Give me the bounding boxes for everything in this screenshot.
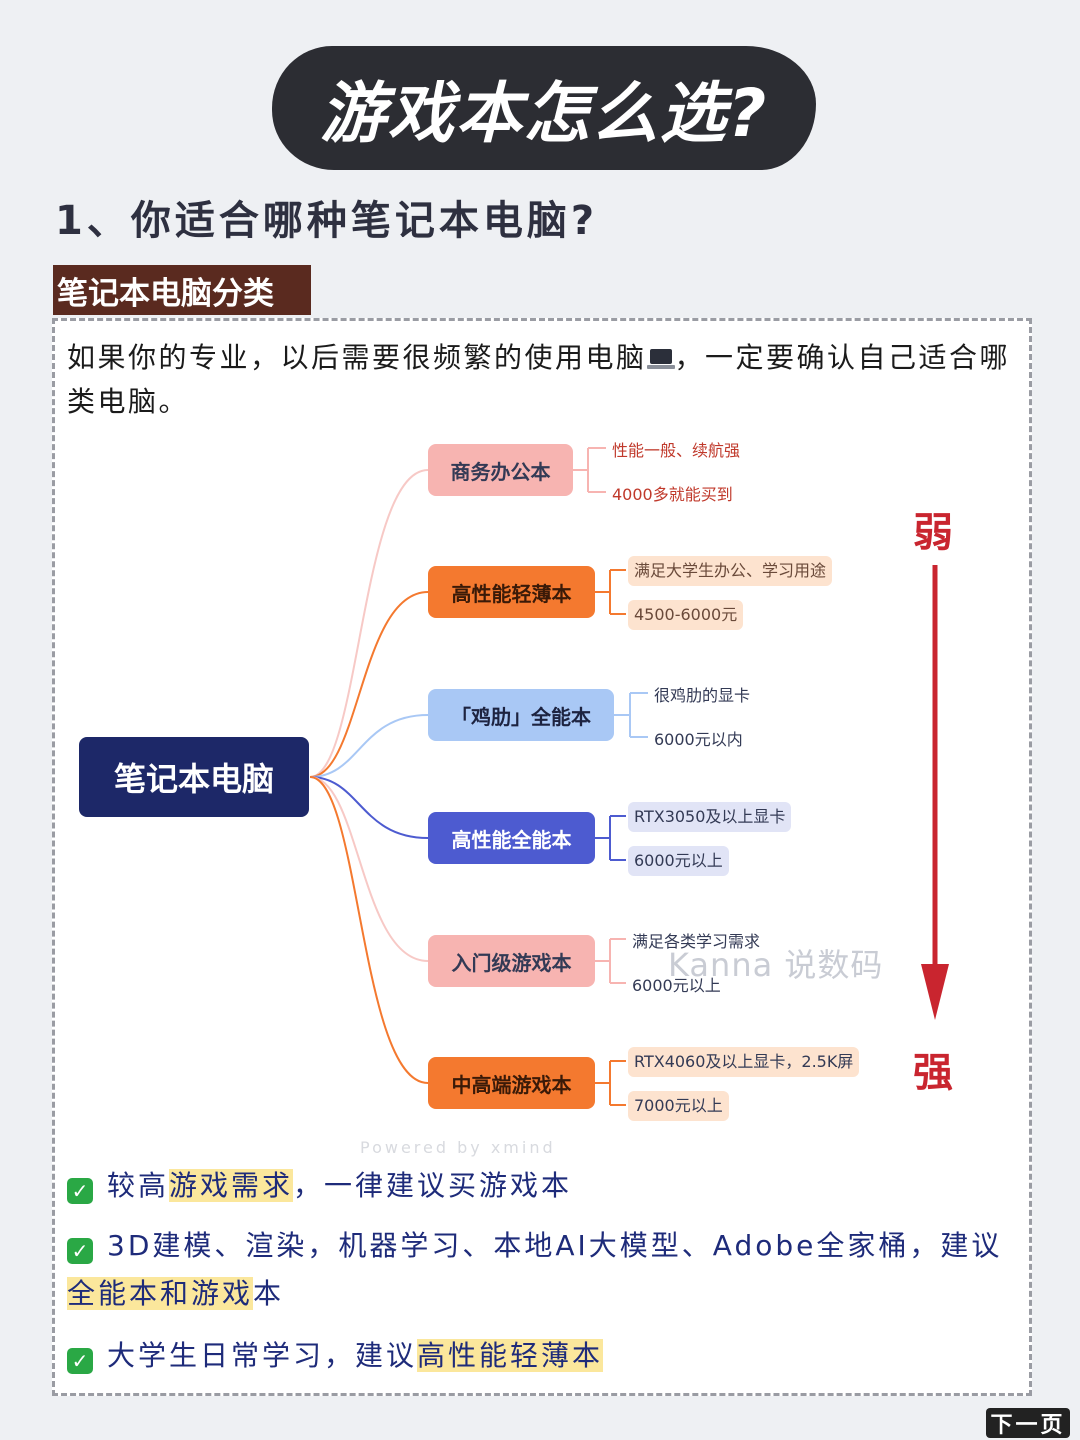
mindmap-root: 笔记本电脑	[79, 737, 309, 817]
check-icon: ✓	[67, 1238, 93, 1264]
intro-text-after: ，一定要确认自己适合哪类电脑。	[67, 341, 1011, 418]
mindmap-leaf: 性能一般、续航强	[612, 441, 741, 460]
scale-label-strong: 强	[913, 1050, 953, 1096]
connector-root-branch-2	[309, 591, 429, 778]
mindmap-leaf: 满足各类学习需求	[632, 932, 761, 951]
title-banner: 游戏本怎么选?	[272, 46, 816, 170]
rec-text: 较高	[107, 1169, 170, 1202]
connector-leaf-5	[595, 938, 626, 984]
category-tag: 笔记本电脑分类	[53, 265, 311, 315]
mindmap-leaf: 6000元以上	[632, 976, 721, 995]
check-icon: ✓	[67, 1178, 93, 1204]
recommendation-3: ✓ 大学生日常学习，建议高性能轻薄本	[67, 1332, 1012, 1380]
watermark: Kanna 说数码	[668, 946, 884, 984]
rec-highlight: 高性能轻薄本	[417, 1339, 604, 1372]
mindmap-branch-6: 中高端游戏本	[428, 1057, 595, 1109]
mindmap-leaf: RTX4060及以上显卡，2.5K屏	[628, 1047, 860, 1077]
connector-root-branch-5	[309, 776, 429, 962]
watermark-faint: Powered by xmind	[360, 1138, 556, 1157]
mindmap-branch-5: 入门级游戏本	[428, 935, 595, 987]
connector-root-branch-4	[309, 776, 429, 839]
section-heading: 1、你适合哪种笔记本电脑?	[55, 198, 599, 244]
connector-leaf-2	[595, 569, 626, 615]
connector-leaf-3	[614, 692, 648, 738]
connector-root-branch-3	[309, 714, 429, 778]
intro-text-before: 如果你的专业，以后需要很频繁的使用电脑	[67, 341, 647, 374]
mindmap-leaf: RTX3050及以上显卡	[628, 802, 792, 832]
mindmap-leaf: 4000多就能买到	[612, 485, 733, 504]
rec-text: ，一律建议买游戏本	[293, 1169, 573, 1202]
mindmap-leaf: 6000元以上	[628, 846, 729, 876]
next-page-button[interactable]: 下一页	[986, 1408, 1070, 1438]
mindmap-branch-2: 高性能轻薄本	[428, 566, 595, 618]
mindmap-leaf: 4500-6000元	[628, 600, 744, 630]
strength-arrow-head	[921, 964, 949, 1020]
mindmap-leaf: 很鸡肋的显卡	[654, 686, 751, 705]
rec-text: 3D建模、渲染，机器学习、本地AI大模型、Adobe全家桶，建议	[107, 1229, 1003, 1262]
mindmap-leaf: 7000元以上	[628, 1091, 729, 1121]
connector-leaf-4	[595, 815, 626, 861]
connector-root-branch-1	[309, 469, 429, 778]
connector-root-branch-6	[309, 776, 429, 1084]
rec-text: 本	[253, 1277, 285, 1310]
rec-text: 大学生日常学习，建议	[107, 1339, 418, 1372]
connector-leaf-6	[595, 1060, 626, 1106]
rec-highlight: 游戏需求	[169, 1169, 294, 1202]
mindmap-leaf: 6000元以内	[654, 730, 743, 749]
mindmap-branch-3: 「鸡肋」全能本	[428, 689, 614, 741]
laptop-icon	[646, 349, 675, 369]
mindmap-branch-4: 高性能全能本	[428, 812, 595, 864]
rec-highlight: 全能本和游戏	[67, 1277, 254, 1310]
connector-leaf-1	[573, 447, 606, 493]
check-icon: ✓	[67, 1348, 93, 1374]
page-title: 游戏本怎么选?	[319, 75, 769, 152]
recommendation-1: ✓ 较高游戏需求，一律建议买游戏本	[67, 1162, 1012, 1210]
recommendation-2: ✓ 3D建模、渲染，机器学习、本地AI大模型、Adobe全家桶，建议全能本和游戏本	[67, 1222, 1012, 1318]
scale-label-weak: 弱	[913, 510, 953, 556]
mindmap-branch-1: 商务办公本	[428, 444, 573, 496]
intro-paragraph: 如果你的专业，以后需要很频繁的使用电脑，一定要确认自己适合哪类电脑。	[67, 336, 1017, 424]
mindmap-leaf: 满足大学生办公、学习用途	[628, 556, 833, 586]
